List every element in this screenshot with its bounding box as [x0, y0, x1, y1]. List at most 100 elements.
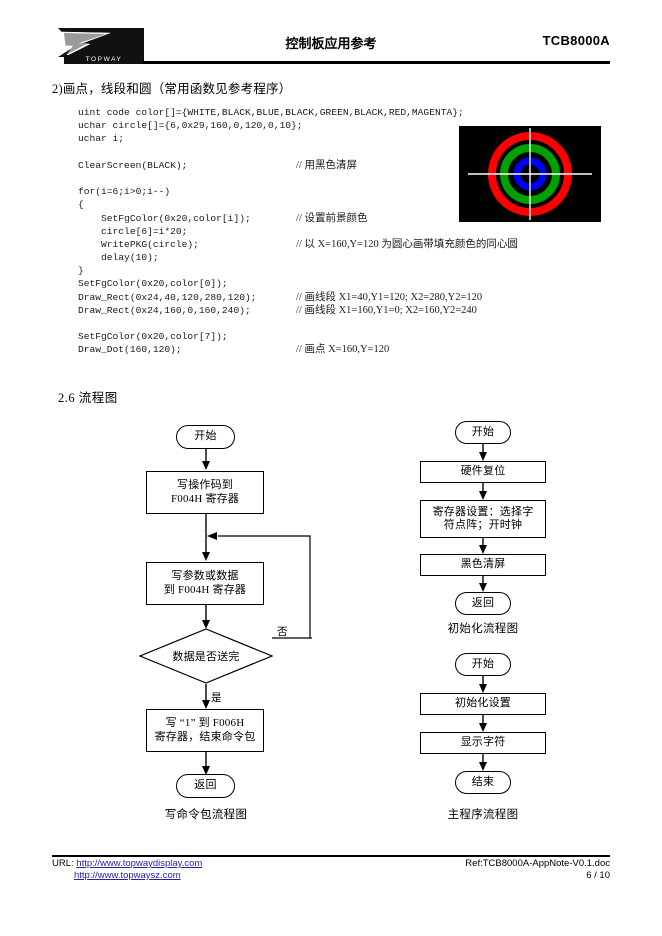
demo-screen-image: [459, 126, 601, 222]
logo-swoosh-icon: [61, 31, 111, 57]
fc3-caption: 主程序流程图: [447, 809, 519, 821]
fc2-node-clear-black: 黑色清屏: [420, 554, 546, 576]
fc1-arrow-opcode-to-param: [198, 514, 214, 562]
fc1-arrow-param-to-decision: [198, 605, 214, 630]
fc2-node-start: 开始: [455, 421, 511, 444]
code-line-comment: // 设置前景颜色: [296, 212, 368, 224]
fc1-node-write-end: 写 “1” 到 F006H 寄存器，结束命令包: [146, 709, 264, 752]
code-line: ClearScreen(BLACK); // 用黑色清屏: [78, 159, 558, 172]
header-divider: [143, 61, 610, 64]
concentric-circles-graphic: [459, 126, 601, 222]
code-line-text: for(i=6;i>0;i--): [78, 186, 171, 198]
code-line-text: Draw_Dot(160,120);: [78, 344, 182, 356]
code-line: uchar i;: [78, 132, 558, 145]
code-line-text: circle[6]=i*20;: [78, 225, 188, 237]
footer-link-topwaydisplay[interactable]: http://www.topwaydisplay.com: [76, 858, 203, 869]
code-line-text: uchar i;: [78, 133, 125, 145]
code-line: delay(10);: [78, 251, 558, 264]
footer-link-topwaysz[interactable]: http://www.topwaysz.com: [74, 870, 181, 881]
footer-url-line-1: URL: http://www.topwaydisplay.com: [52, 858, 202, 870]
fc2-arrow-reset-to-regsetup: [475, 483, 491, 501]
fc1-node-write-opcode-label: 写操作码到 F004H 寄存器: [170, 479, 240, 505]
code-line-text: ClearScreen(BLACK);: [78, 159, 188, 171]
fc1-arrow-end-to-return: [198, 752, 214, 776]
fc2-node-reg-setup: 寄存器设置：选择字 符点阵；开时钟: [420, 500, 546, 538]
code-line: SetFgColor(0x20,color[0]);: [78, 277, 558, 290]
code-line: Draw_Rect(0x24,160,0,160,240); // 画线段 X1=…: [78, 304, 558, 317]
fc1-edge-label-no: 否: [277, 627, 288, 638]
fc3-arrow-start-to-init: [475, 676, 491, 694]
page-header: TOPWAY 控制板应用参考 TCB8000A: [0, 0, 662, 72]
footer-ref: Ref:TCB8000A-AppNote-V0.1.doc: [465, 858, 610, 869]
code-line-comment: // 画线段 X1=160,Y1=0; X2=160,Y2=240: [296, 304, 477, 316]
fc2-caption: 初始化流程图: [447, 623, 519, 635]
fc3-node-init-setup: 初始化设置: [420, 693, 546, 715]
code-line-text: uint code color[]={WHITE,BLACK,BLUE,BLAC…: [78, 107, 464, 118]
fc1-node-return: 返回: [176, 774, 235, 798]
code-line: {: [78, 198, 558, 211]
fc3-node-start: 开始: [455, 653, 511, 676]
footer-urls: URL: http://www.topwaydisplay.com http:/…: [52, 858, 202, 882]
footer-url-line-2: http://www.topwaysz.com: [52, 870, 202, 882]
code-line-comment: // 用黑色清屏: [296, 159, 357, 171]
item-heading: 2)画点，线段和圆（常用函数见参考程序）: [52, 82, 292, 96]
code-line: uchar circle[]={6,0x29,160,0,120,0,10};: [78, 119, 558, 132]
code-line-text: {: [78, 199, 84, 211]
code-line: for(i=6;i>0;i--): [78, 185, 558, 198]
header-model: TCB8000A: [542, 33, 610, 48]
code-line: circle[6]=i*20;: [78, 225, 558, 238]
fc3-node-end: 结束: [455, 771, 511, 794]
fc1-node-decision: 数据是否送完: [139, 628, 273, 684]
fc1-edge-label-yes: 是: [211, 693, 222, 704]
code-line-comment: // 画点 X=160,Y=120: [296, 344, 390, 356]
fc1-caption: 写命令包流程图: [164, 809, 248, 821]
fc2-node-reg-setup-label: 寄存器设置：选择字 符点阵；开时钟: [432, 505, 534, 532]
fc1-arrow-decision-to-end: [198, 684, 214, 710]
footer-divider: [52, 855, 610, 857]
code-line-text: Draw_Rect(0x24,160,0,160,240);: [78, 304, 251, 316]
code-line: Draw_Dot(160,120); // 画点 X=160,Y=120: [78, 343, 558, 356]
fc3-node-show-chars: 显示字符: [420, 732, 546, 754]
fc1-edge-no: [272, 628, 314, 642]
code-line: Draw_Rect(0x24,40,120,280,120); // 画线段 X1…: [78, 291, 558, 304]
code-line-text: Draw_Rect(0x24,40,120,280,120);: [78, 291, 257, 303]
fc1-node-write-param: 写参数或数据 到 F004H 寄存器: [146, 562, 264, 605]
fc1-node-write-param-label: 写参数或数据 到 F004H 寄存器: [163, 570, 247, 596]
code-line-text: SetFgColor(0x20,color[i]);: [78, 212, 251, 224]
fc1-loopback-merge-arrow: [200, 530, 312, 640]
code-line-text: delay(10);: [78, 252, 159, 264]
code-line-text: SetFgColor(0x20,color[7]);: [78, 331, 228, 343]
logo-wordmark: TOPWAY: [64, 55, 144, 64]
code-block: uint code color[]={WHITE,BLACK,BLUE,BLAC…: [78, 106, 558, 357]
fc1-node-start: 开始: [176, 425, 235, 449]
fc2-arrow-regsetup-to-clear: [475, 538, 491, 555]
code-line-text: WritePKG(circle);: [78, 238, 199, 250]
footer-page-number: 6 / 10: [586, 870, 610, 881]
code-line: uint code color[]={WHITE,BLACK,BLUE,BLAC…: [78, 106, 558, 119]
code-line: WritePKG(circle); // 以 X=160,Y=120 为圆心画带填…: [78, 238, 558, 251]
code-line-comment: // 画线段 X1=40,Y1=120; X2=280,Y2=120: [296, 291, 483, 303]
fc3-arrow-init-to-show: [475, 715, 491, 733]
code-line: }: [78, 264, 558, 277]
fc2-arrow-clear-to-return: [475, 576, 491, 593]
fc2-node-hw-reset: 硬件复位: [420, 461, 546, 483]
code-line: [78, 317, 558, 330]
topway-logo: TOPWAY: [58, 28, 144, 64]
fc1-node-decision-label: 数据是否送完: [172, 651, 240, 663]
section-heading: 2.6 流程图: [58, 391, 118, 405]
fc3-arrow-show-to-end: [475, 754, 491, 772]
header-title: 控制板应用参考: [285, 36, 377, 51]
code-line-comment: // 以 X=160,Y=120 为圆心画带填充颜色的同心圆: [296, 238, 518, 250]
fc1-node-write-opcode: 写操作码到 F004H 寄存器: [146, 471, 264, 514]
footer-ref-block: Ref:TCB8000A-AppNote-V0.1.doc 6 / 10: [465, 858, 610, 882]
fc2-arrow-start-to-reset: [475, 444, 491, 462]
code-line: SetFgColor(0x20,color[7]);: [78, 330, 558, 343]
fc2-node-return: 返回: [455, 592, 511, 615]
footer-url-label: URL:: [52, 858, 74, 869]
fc1-node-write-end-label: 写 “1” 到 F006H 寄存器，结束命令包: [154, 717, 256, 743]
code-line-text: }: [78, 265, 84, 277]
code-line-text: SetFgColor(0x20,color[0]);: [78, 278, 228, 290]
code-line: SetFgColor(0x20,color[i]); // 设置前景颜色: [78, 212, 558, 225]
fc1-arrow-start-to-opcode: [198, 449, 214, 471]
